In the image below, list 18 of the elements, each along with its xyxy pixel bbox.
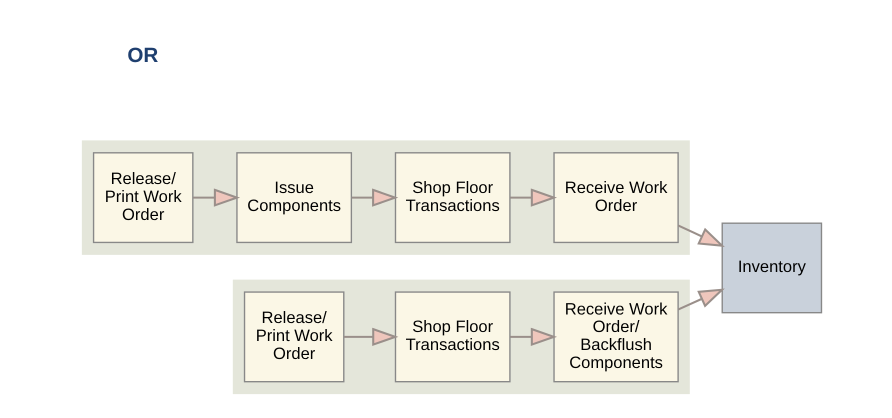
arrow [351, 188, 398, 207]
node-box: Receive Work Order [552, 152, 678, 244]
arrow [510, 328, 557, 346]
arrow [343, 328, 398, 346]
cluster [232, 280, 690, 394]
node-box: Shop Floor Transactions [394, 291, 510, 382]
arrow [192, 188, 240, 207]
node-box: Issue Components [236, 152, 352, 244]
node-box: Inventory [721, 222, 822, 314]
arrow [677, 288, 724, 310]
node-box: Shop Floor Transactions [394, 152, 510, 244]
arrow [677, 224, 724, 247]
node-box: Receive Work Order/ Backflush Components [552, 291, 678, 382]
cluster [81, 140, 690, 255]
arrow [510, 188, 557, 207]
node-box: Release/ Print Work Order [243, 291, 344, 382]
label: OR [126, 44, 158, 67]
node-box: Release/ Print Work Order [92, 152, 194, 244]
